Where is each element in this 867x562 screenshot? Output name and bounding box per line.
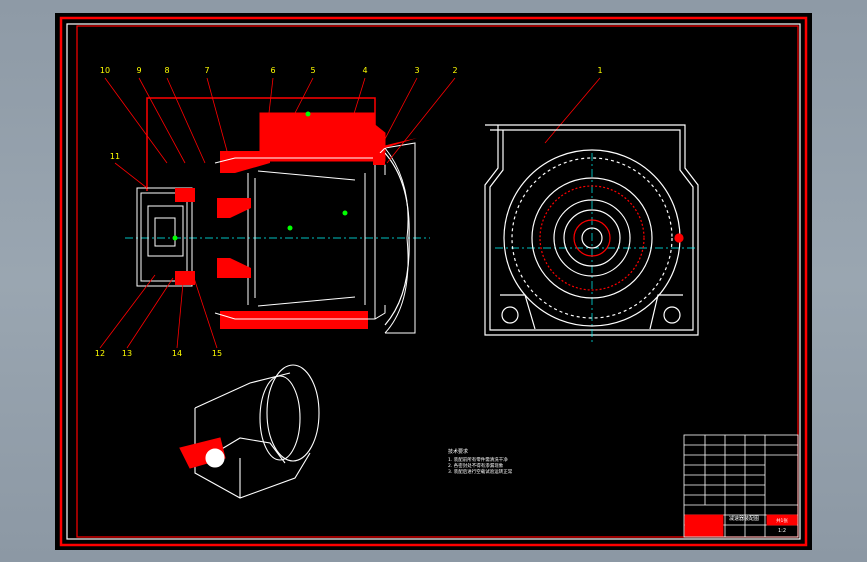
callout-12: 12 [95, 349, 105, 358]
seal-upper [175, 188, 195, 202]
mount-hole-right [663, 306, 681, 324]
title-sheet: 共1张 [776, 517, 788, 524]
shaft-cap [147, 205, 184, 257]
iso-body [194, 372, 311, 499]
hub-ring [553, 199, 631, 277]
shaft-bore [581, 227, 603, 249]
callout-15: 15 [212, 349, 222, 358]
isometric-view [179, 364, 320, 499]
inner-frame [66, 23, 801, 540]
bearing-block-lower [217, 258, 251, 278]
callout-7: 7 [204, 66, 209, 75]
callout-6: 6 [270, 66, 275, 75]
title-drawing-name: 减速器装配图 [729, 515, 759, 522]
callout-10: 10 [100, 66, 110, 75]
callout-4: 4 [362, 66, 367, 75]
leaders [99, 77, 601, 349]
end-cover [384, 147, 409, 334]
notes-title: 技术要求 [448, 448, 468, 455]
note-line: 2. 各密封处不得有渗漏现象 [448, 462, 504, 469]
plug-red [674, 233, 684, 243]
marker-a [287, 225, 293, 231]
iso-drum-front [266, 364, 320, 462]
marker-b [342, 210, 348, 216]
callout-2: 2 [452, 66, 457, 75]
bolt-upper [373, 153, 385, 165]
outer-frame [59, 16, 808, 547]
bearing-block-upper [217, 198, 251, 218]
end-view [484, 124, 699, 343]
callout-13: 13 [122, 349, 132, 358]
lower-housing-body [220, 311, 368, 329]
callout-8: 8 [164, 66, 169, 75]
end-cover-fill [355, 138, 417, 153]
dome [384, 152, 410, 326]
title-block [683, 434, 799, 538]
note-line: 1. 装配前所有零件需清洗干净 [448, 456, 508, 463]
note-line: 3. 装配后进行空载试验运转正常 [448, 468, 513, 475]
flange-ring [531, 177, 653, 299]
section-view [125, 97, 430, 334]
end-view-frame [484, 124, 699, 336]
marker-d [305, 111, 311, 117]
shaft-housing [136, 187, 193, 287]
upper-flange [220, 151, 270, 173]
upper-housing-body [260, 113, 370, 161]
callout-1: 1 [597, 66, 602, 75]
title-scale: 1:2 [778, 528, 786, 534]
marker-c [172, 235, 178, 241]
drawing-border [76, 25, 799, 538]
mount-hole-left [501, 306, 519, 324]
callout-9: 9 [136, 66, 141, 75]
callout-11: 11 [110, 152, 120, 161]
callout-14: 14 [172, 349, 182, 358]
seal-lower [175, 271, 195, 285]
callout-5: 5 [310, 66, 315, 75]
callout-3: 3 [414, 66, 419, 75]
